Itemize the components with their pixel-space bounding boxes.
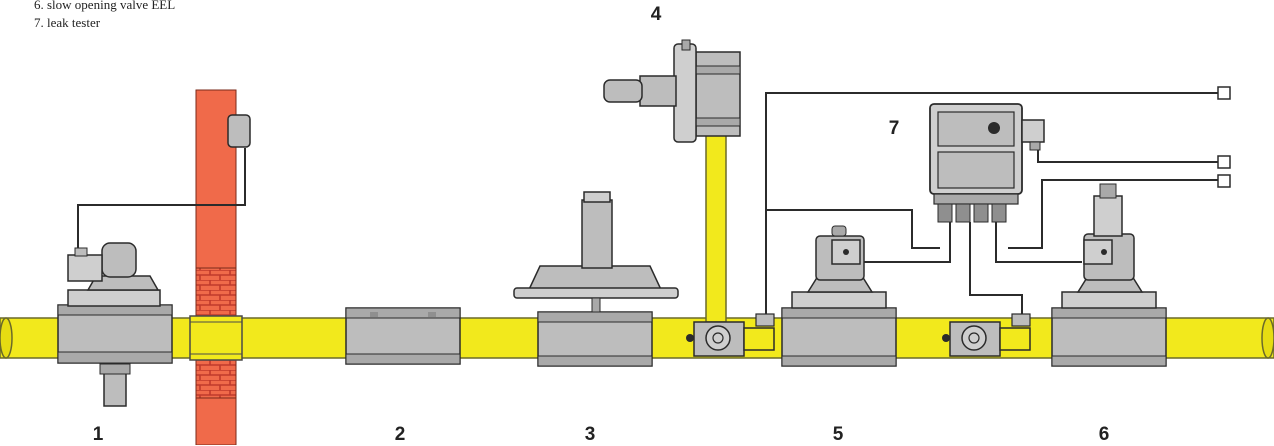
label-component-7: 7 (888, 118, 900, 139)
label-component-3: 3 (584, 424, 596, 445)
component-1-solenoid-valve (57, 242, 173, 407)
legend: 6. slow opening valve EEL 7. leak tester (34, 0, 175, 32)
label-component-1: 1 (92, 424, 104, 445)
wall-sleeve (189, 315, 243, 361)
label-component-2: 2 (394, 424, 406, 445)
label-component-5: 5 (832, 424, 844, 445)
terminal-boxes (1217, 86, 1231, 188)
pressure-switch-2 (942, 313, 1031, 357)
pressure-switch-1 (686, 313, 775, 357)
legend-item-slow-opening-valve: 6. slow opening valve EEL (34, 0, 176, 12)
label-component-4: 4 (650, 4, 662, 25)
label-component-6: 6 (1098, 424, 1110, 445)
component-4-branch-regulator (603, 39, 741, 143)
wall-junction-box (227, 114, 251, 148)
component-3-pressure-regulator (513, 191, 679, 367)
branch-pipe (705, 129, 727, 323)
component-7-leak-tester (929, 103, 1045, 223)
legend-item-leak-tester: 7. leak tester (34, 15, 101, 30)
component-5-safety-valve (781, 225, 897, 367)
component-6-slow-opening-valve (1051, 183, 1167, 367)
component-2-filter (345, 307, 461, 365)
wiring (77, 92, 1218, 318)
